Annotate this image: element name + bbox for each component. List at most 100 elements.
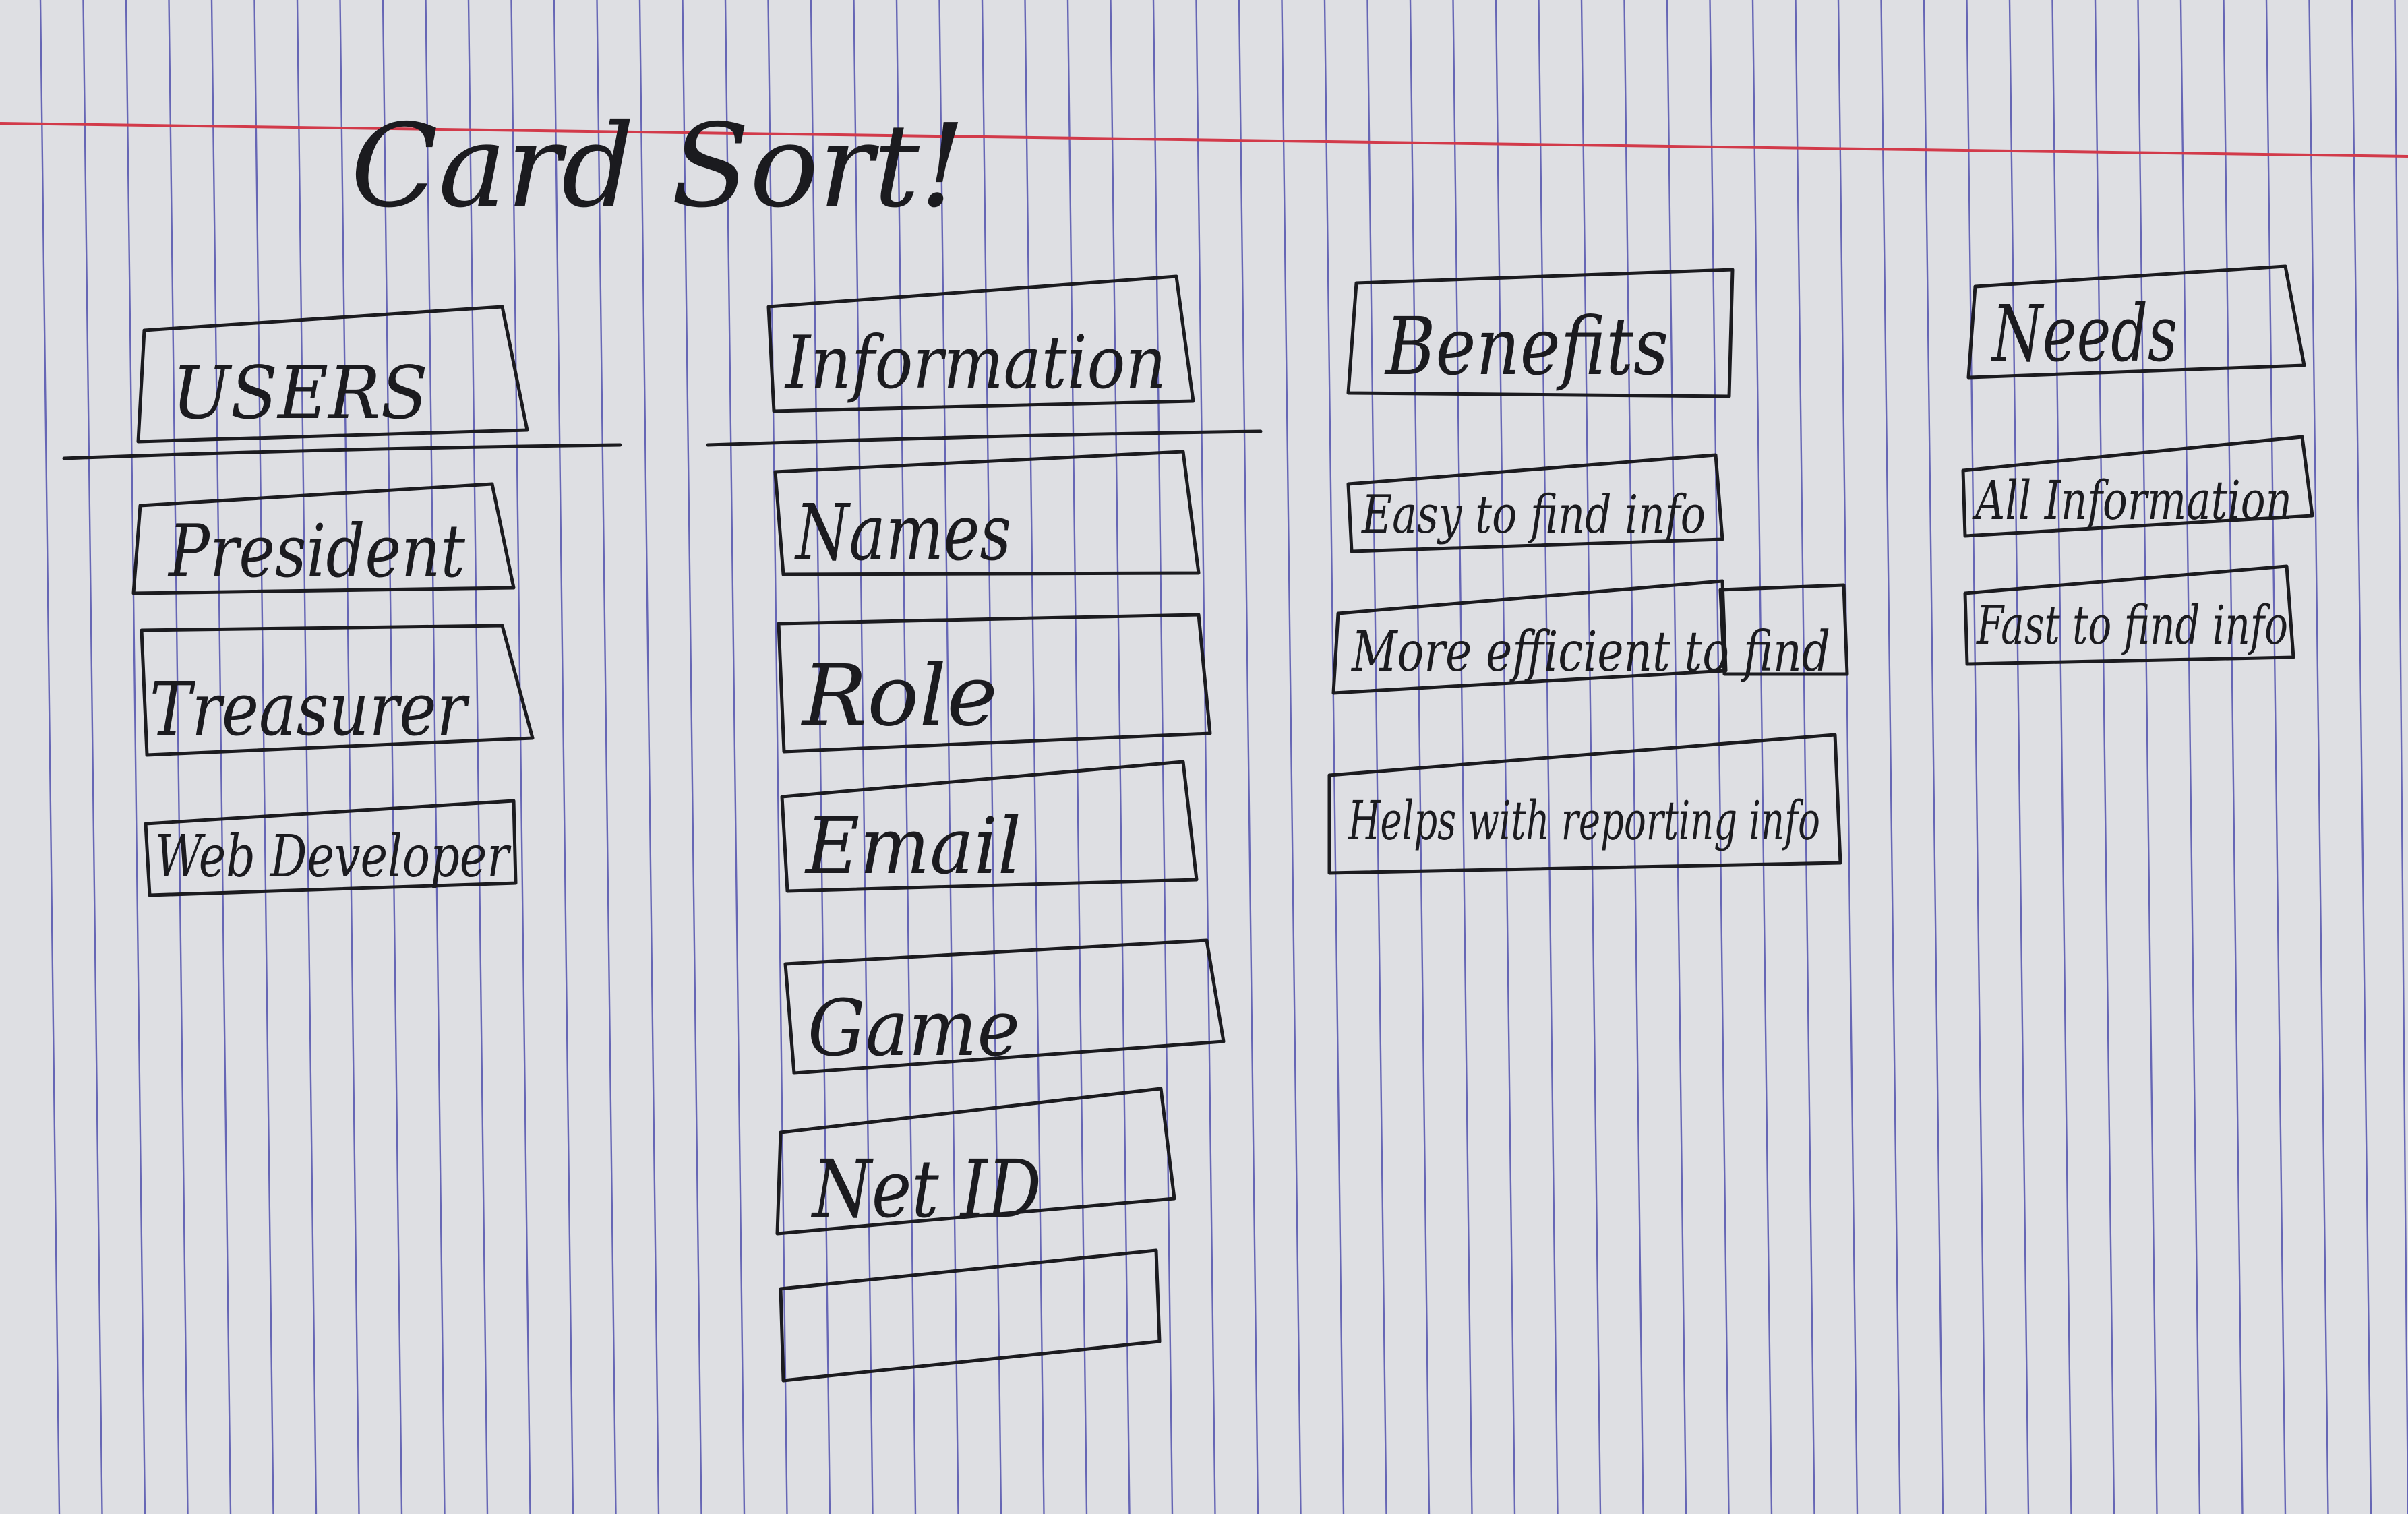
paper-rule-line <box>1923 0 1944 1514</box>
card-benefits-easy-to-find-info[interactable] <box>1346 453 1724 553</box>
card-label-users-treasurer: Treasurer <box>150 666 470 752</box>
header-label-benefits: Benefits <box>1384 300 1668 393</box>
header-label-information: Information <box>784 321 1166 405</box>
header-label-users: USERS <box>172 351 428 435</box>
paper-rule-line <box>1452 0 1473 1514</box>
card-label-users-web-developer: Web Developer <box>155 823 512 890</box>
paper-rule-line <box>1495 0 1516 1514</box>
card-label-needs-fast-to-find-info: Fast to find info <box>1976 594 2288 657</box>
card-information-blank[interactable] <box>779 1248 1162 1383</box>
card-label-benefits-helps-with-reporting-info: Helps with reporting info <box>1348 789 1820 852</box>
paper-rule-line <box>853 0 874 1514</box>
paper-rule-line <box>981 0 1002 1514</box>
card-needs-fast-to-find-info[interactable] <box>1963 564 2295 666</box>
paper-rule-line <box>339 0 360 1514</box>
paper-rule-line <box>253 0 274 1514</box>
card-needs-all-information[interactable] <box>1961 435 2314 538</box>
card-label-information-names: Names <box>794 488 1011 578</box>
card-label-information-email: Email <box>804 801 1021 892</box>
paper-rule-line <box>296 0 318 1514</box>
paper-rule-line <box>2265 0 2287 1514</box>
card-label-information-game: Game <box>808 983 1020 1074</box>
paper-rule-line <box>1024 0 1045 1514</box>
paper-rule-line <box>1110 0 1131 1514</box>
card-information-role[interactable] <box>777 613 1212 754</box>
header-underline-information <box>706 429 1263 447</box>
paper-rule-line <box>724 0 746 1514</box>
paper-rule-line <box>467 0 489 1514</box>
card-information-game[interactable] <box>783 938 1226 1075</box>
paper-rule-line <box>1066 0 1088 1514</box>
card-benefits-helps-with-reporting-info[interactable] <box>1327 733 1842 875</box>
paper-rule-line <box>767 0 788 1514</box>
paper-rule-line <box>1366 0 1387 1514</box>
column-needs: Needs All Information Fast to find info <box>1961 264 2314 666</box>
paper-rule-line <box>2351 0 2372 1514</box>
card-label-benefits-easy-to-find-info: Easy to find info <box>1360 485 1706 545</box>
paper-rule-line <box>82 0 103 1514</box>
column-benefits: Benefits Easy to find info More efficien… <box>1327 268 1849 875</box>
page-title: Card Sort! <box>351 100 965 233</box>
paper-rule-line <box>1409 0 1431 1514</box>
paper-rule-line <box>39 0 61 1514</box>
paper-rule-line <box>382 0 403 1514</box>
paper-rule-line <box>1837 0 1859 1514</box>
column-users: USERS President Treasurer Web Developer <box>62 305 622 897</box>
header-card-benefits[interactable] <box>1346 268 1735 398</box>
paper-rule-line <box>2137 0 2158 1514</box>
paper-rule-line <box>1623 0 1644 1514</box>
paper-rule-line <box>638 0 660 1514</box>
paper-rule-line <box>1880 0 1901 1514</box>
paper-rule-line <box>2394 0 2408 1514</box>
paper-rule-line <box>2094 0 2115 1514</box>
card-label-benefits-more-efficient-to-find: More efficient to find <box>1350 620 1830 684</box>
paper-rule-line <box>1281 0 1302 1514</box>
paper-rule-line <box>1238 0 1259 1514</box>
paper-rule-line <box>1195 0 1216 1514</box>
card-label-information-net-id: Net ID <box>810 1143 1042 1236</box>
paper-rule-line <box>2051 0 2072 1514</box>
card-benefits-more-efficient-extension <box>1718 583 1849 676</box>
card-information-names[interactable] <box>773 450 1201 576</box>
header-card-needs[interactable] <box>1966 264 2306 380</box>
card-label-users-president: President <box>167 510 465 594</box>
paper-rule-line <box>2223 0 2244 1514</box>
paper-rule-line <box>2308 0 2329 1514</box>
paper-rule-line <box>1709 0 1730 1514</box>
paper-rule-line <box>1795 0 1815 1514</box>
card-label-needs-all-information: All Information <box>1972 469 2292 532</box>
paper-rule-line <box>2008 0 2030 1514</box>
paper-rule-line <box>125 0 146 1514</box>
header-card-information[interactable] <box>766 274 1195 413</box>
paper-rule-line <box>1152 0 1174 1514</box>
paper-rule-line <box>682 0 702 1514</box>
paper-rule-line <box>210 0 232 1514</box>
header-underline-users <box>62 443 622 460</box>
paper-rule-line <box>1323 0 1345 1514</box>
paper-rule-lines <box>39 0 2408 1514</box>
card-information-email[interactable] <box>780 760 1199 893</box>
paper-rule-line <box>1666 0 1687 1514</box>
card-label-information-role: Role <box>801 647 998 745</box>
paper-rule-line <box>938 0 959 1514</box>
paper-rule-line <box>1580 0 1602 1514</box>
paper-rule-line <box>510 0 531 1514</box>
paper-rule-line <box>895 0 917 1514</box>
card-users-web-developer[interactable] <box>144 799 518 897</box>
card-users-treasurer[interactable] <box>140 624 535 757</box>
paper-margin-line <box>0 122 2408 158</box>
paper-rule-line <box>553 0 574 1514</box>
paper-rule-line <box>2179 0 2201 1514</box>
header-label-needs: Needs <box>1991 289 2177 380</box>
header-card-users[interactable] <box>136 305 529 444</box>
paper-rule-line <box>596 0 617 1514</box>
card-users-president[interactable] <box>131 482 516 595</box>
paper-rule-line <box>425 0 446 1514</box>
column-information: Information Names Role Email Game Net ID <box>706 274 1263 1383</box>
paper-rule-line <box>810 0 831 1514</box>
paper-rule-line <box>1966 0 1987 1514</box>
card-information-net-id[interactable] <box>775 1087 1176 1236</box>
paper-rule-line <box>168 0 189 1514</box>
paper-rule-line <box>1751 0 1773 1514</box>
